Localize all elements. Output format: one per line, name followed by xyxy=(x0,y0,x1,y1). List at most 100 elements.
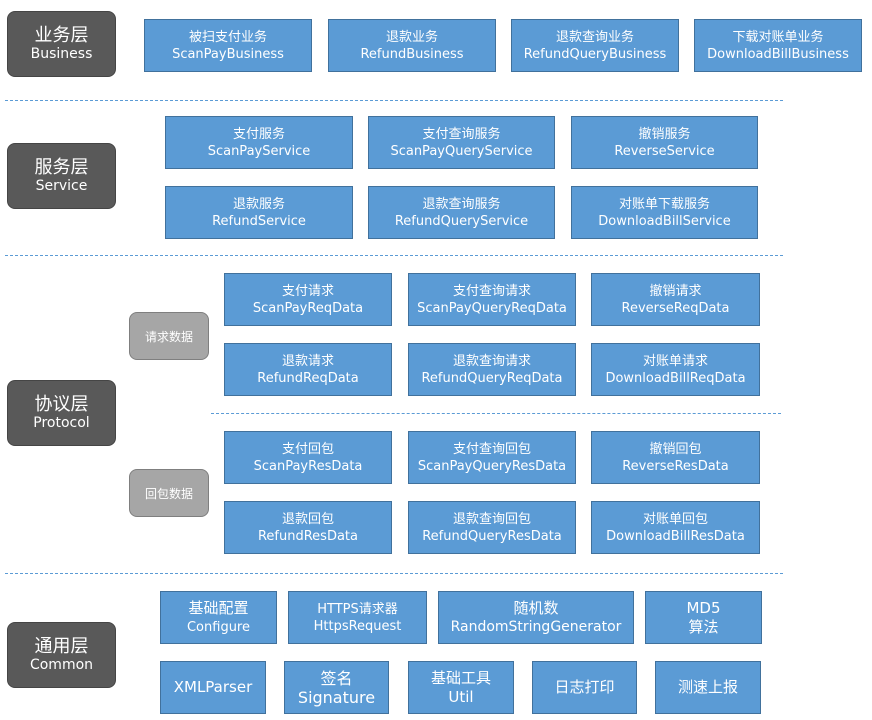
box-label-cn: 对账单下载服务 xyxy=(618,196,710,212)
box-refundquery-service: 退款查询服务 RefundQueryService xyxy=(368,186,555,239)
layer-label-business: 业务层 Business xyxy=(7,11,116,77)
box-label-cn: 退款请求 xyxy=(281,353,334,369)
box-reverse-service: 撤销服务 ReverseService xyxy=(571,116,758,169)
box-label-cn: HTTPS请求器 xyxy=(317,601,398,617)
box-https-request: HTTPS请求器 HttpsRequest xyxy=(288,591,427,644)
box-speed-report: 测速上报 xyxy=(655,661,761,714)
box-scanpay-resdata: 支付回包 ScanPayResData xyxy=(224,431,392,484)
box-label-en: DownloadBillBusiness xyxy=(707,46,849,62)
layer-title-cn: 通用层 xyxy=(34,636,89,657)
box-md5: MD5 算法 xyxy=(645,591,762,644)
box-label-cn: 日志打印 xyxy=(554,678,615,696)
box-scanpayquery-service: 支付查询服务 ScanPayQueryService xyxy=(368,116,555,169)
box-xmlparser: XMLParser xyxy=(160,661,266,714)
box-label-en: ScanPayBusiness xyxy=(172,46,284,62)
box-label-cn: 测速上报 xyxy=(677,678,738,696)
box-label-en: ReverseReqData xyxy=(621,300,730,316)
box-label-cn: 下载对账单业务 xyxy=(732,29,824,45)
box-label-cn: 基础工具 xyxy=(430,668,491,687)
box-label-cn: 退款查询服务 xyxy=(422,196,501,212)
box-label-en: DownloadBillService xyxy=(598,213,731,229)
box-label-cn: 支付查询回包 xyxy=(452,441,531,457)
box-scanpayquery-reqdata: 支付查询请求 ScanPayQueryReqData xyxy=(408,273,576,326)
box-label-en: ScanPayResData xyxy=(253,458,363,474)
box-log-print: 日志打印 xyxy=(532,661,637,714)
box-label-en: RefundQueryReqData xyxy=(421,370,563,386)
sub-label-response-data: 回包数据 xyxy=(129,469,209,517)
box-refundquery-resdata: 退款查询回包 RefundQueryResData xyxy=(408,501,576,554)
box-reverse-reqdata: 撤销请求 ReverseReqData xyxy=(591,273,760,326)
box-label-cn: 撤销回包 xyxy=(649,441,702,457)
box-label-cn: 被扫支付业务 xyxy=(188,29,267,45)
layer-label-service: 服务层 Service xyxy=(7,143,116,209)
box-label-cn: MD5 xyxy=(686,598,721,617)
box-label-cn: 签名 xyxy=(320,668,353,688)
box-downloadbill-resdata: 对账单回包 DownloadBillResData xyxy=(591,501,760,554)
box-refund-resdata: 退款回包 RefundResData xyxy=(224,501,392,554)
box-label-cn: 支付服务 xyxy=(232,126,285,142)
layer-label-protocol: 协议层 Protocol xyxy=(7,380,116,446)
box-refundquery-reqdata: 退款查询请求 RefundQueryReqData xyxy=(408,343,576,396)
box-label-cn: 支付回包 xyxy=(281,441,334,457)
box-scanpay-service: 支付服务 ScanPayService xyxy=(165,116,353,169)
separator-request-response xyxy=(211,413,781,414)
box-label-cn: 退款查询回包 xyxy=(452,511,531,527)
box-label-en: Configure xyxy=(186,619,250,635)
box-label-cn: 基础配置 xyxy=(188,598,249,617)
box-configure: 基础配置 Configure xyxy=(160,591,277,644)
box-label-cn: 随机数 xyxy=(513,598,559,617)
box-label-en: ReverseService xyxy=(614,143,715,159)
box-label-en: DownloadBillResData xyxy=(606,528,745,544)
box-label-en: ScanPayQueryResData xyxy=(417,458,567,474)
box-random-string-generator: 随机数 RandomStringGenerator xyxy=(438,591,634,644)
sub-label-request-data: 请求数据 xyxy=(129,312,209,360)
separator-service-protocol xyxy=(5,255,783,256)
box-label-en: ScanPayQueryReqData xyxy=(417,300,567,316)
box-label-en: RefundBusiness xyxy=(360,46,464,62)
box-refundquery-business: 退款查询业务 RefundQueryBusiness xyxy=(511,19,679,72)
box-downloadbill-service: 对账单下载服务 DownloadBillService xyxy=(571,186,758,239)
box-label-en: Util xyxy=(448,687,474,706)
box-label-cn: XMLParser xyxy=(173,678,253,696)
box-label-en: RefundResData xyxy=(257,528,358,544)
box-label-en: Signature xyxy=(297,687,376,707)
box-refund-business: 退款业务 RefundBusiness xyxy=(328,19,496,72)
box-signature: 签名 Signature xyxy=(284,661,389,714)
box-label-cn: 退款业务 xyxy=(385,29,438,45)
box-downloadbill-reqdata: 对账单请求 DownloadBillReqData xyxy=(591,343,760,396)
box-label-cn: 支付查询请求 xyxy=(452,283,531,299)
box-label-en: ScanPayService xyxy=(207,143,311,159)
layer-title-en: Business xyxy=(30,46,93,62)
box-label-cn: 撤销请求 xyxy=(649,283,702,299)
box-label-en: DownloadBillReqData xyxy=(605,370,746,386)
box-label-en: ReverseResData xyxy=(622,458,729,474)
box-label-cn: 对账单请求 xyxy=(642,353,708,369)
separator-protocol-common xyxy=(5,573,783,574)
box-scanpay-business: 被扫支付业务 ScanPayBusiness xyxy=(144,19,312,72)
box-label-en: RefundQueryBusiness xyxy=(523,46,667,62)
box-scanpay-reqdata: 支付请求 ScanPayReqData xyxy=(224,273,392,326)
box-label-en: RefundReqData xyxy=(257,370,359,386)
box-label-en: 算法 xyxy=(688,617,719,636)
box-refund-reqdata: 退款请求 RefundReqData xyxy=(224,343,392,396)
box-downloadbill-business: 下载对账单业务 DownloadBillBusiness xyxy=(694,19,862,72)
box-refund-service: 退款服务 RefundService xyxy=(165,186,353,239)
layer-title-en: Common xyxy=(29,657,94,673)
box-label-cn: 退款服务 xyxy=(232,196,285,212)
layer-title-en: Service xyxy=(35,178,88,194)
box-label-cn: 退款查询请求 xyxy=(452,353,531,369)
box-label-cn: 对账单回包 xyxy=(642,511,708,527)
box-reverse-resdata: 撤销回包 ReverseResData xyxy=(591,431,760,484)
box-label-en: ScanPayQueryService xyxy=(390,143,533,159)
layer-title-en: Protocol xyxy=(33,415,90,431)
layer-title-cn: 服务层 xyxy=(34,157,89,178)
layer-title-cn: 业务层 xyxy=(34,25,89,46)
box-label-cn: 支付请求 xyxy=(281,283,334,299)
box-util: 基础工具 Util xyxy=(408,661,514,714)
separator-business-service xyxy=(5,100,783,101)
box-label-en: RefundService xyxy=(212,213,306,229)
box-label-cn: 支付查询服务 xyxy=(422,126,501,142)
layer-label-common: 通用层 Common xyxy=(7,622,116,688)
box-label-en: HttpsRequest xyxy=(313,618,402,634)
